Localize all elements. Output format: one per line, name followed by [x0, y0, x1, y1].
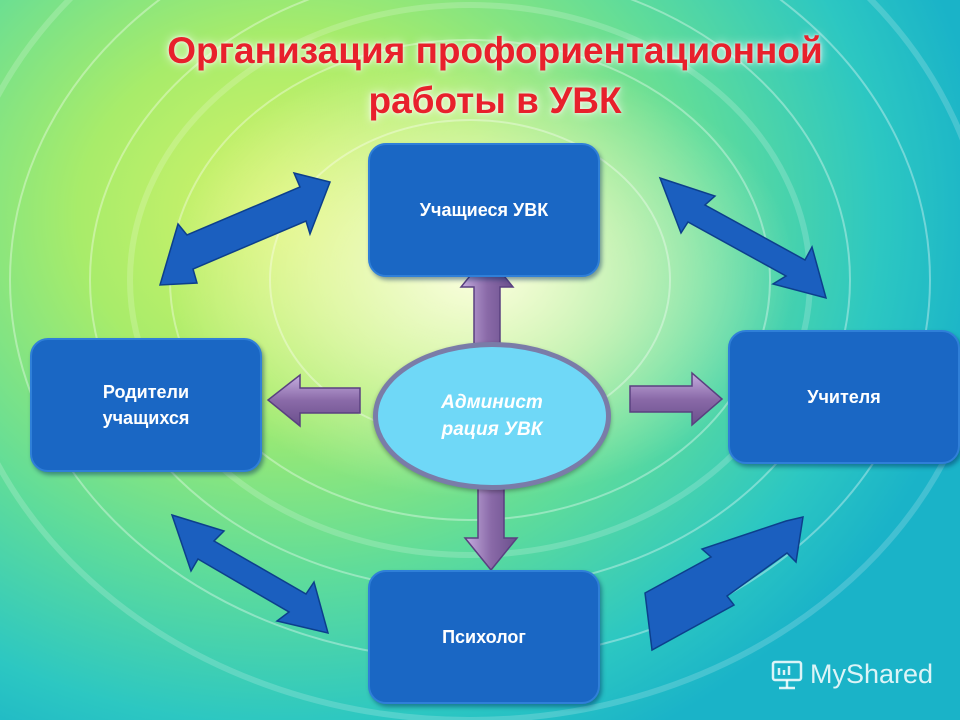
center-administration: Админист рация УВК: [373, 342, 611, 490]
title-line-2: работы в УВК: [368, 80, 622, 121]
center-label-2: рация УВК: [441, 419, 543, 440]
page-title: Организация профориентационной работы в …: [0, 26, 960, 126]
node-psychologist: Психолог: [368, 570, 600, 704]
double-arrow-parents-psychologist: [170, 513, 330, 635]
double-arrow-students-teachers: [658, 176, 828, 300]
double-arrow-parents-students: [158, 171, 332, 286]
node-parents-label-2: учащихся: [102, 408, 190, 428]
node-parents: Родители учащихся: [30, 338, 262, 472]
node-parents-label-1: Родители: [102, 382, 190, 402]
node-students: Учащиеся УВК: [368, 143, 600, 277]
watermark: MyShared: [770, 656, 933, 692]
presentation-board-icon: [771, 660, 803, 690]
arrow-down-to-psychologist: [463, 479, 519, 572]
watermark-text: MyShared: [810, 658, 934, 689]
title-line-1: Организация профориентационной: [167, 30, 823, 71]
node-psychologist-label: Психолог: [442, 627, 526, 647]
arrow-right-to-teachers: [629, 371, 724, 427]
arrow-left-to-parents: [266, 373, 361, 428]
node-teachers: Учителя: [728, 330, 960, 464]
center-label-1: Админист: [441, 392, 543, 413]
node-students-label: Учащиеся УВК: [419, 200, 549, 220]
double-arrow-psychologist-teachers: [644, 516, 804, 652]
node-teachers-label: Учителя: [807, 387, 881, 407]
